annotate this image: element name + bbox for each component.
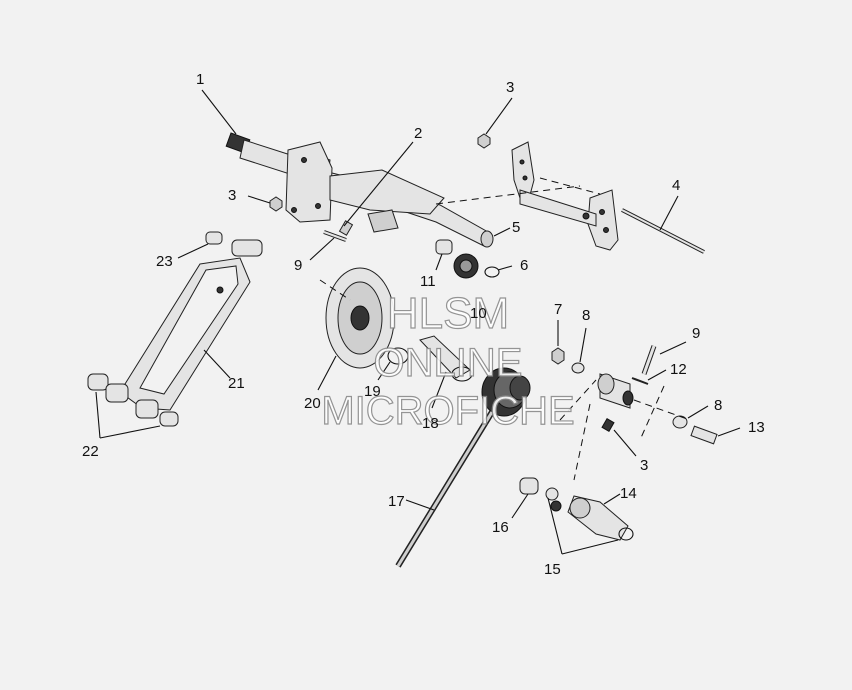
part-12-clip <box>631 377 649 385</box>
part-7-nut <box>551 347 565 365</box>
part-15-washers <box>545 487 562 512</box>
part-10-roller <box>453 253 479 279</box>
callout-15: 15 <box>544 561 561 578</box>
callout-9-left: 9 <box>294 257 302 274</box>
callout-10: 10 <box>470 305 487 322</box>
part-13-bolt <box>690 425 718 445</box>
spring-coil <box>481 367 531 417</box>
part-3-set-screw <box>601 417 615 433</box>
part-3-nut-left <box>269 196 283 212</box>
callout-3-left: 3 <box>228 187 236 204</box>
callout-11: 11 <box>420 273 436 290</box>
callout-2: 2 <box>414 125 422 142</box>
callout-8-lower: 8 <box>714 397 722 414</box>
watermark: HLSM ONLINE MICROFICHE <box>321 288 576 433</box>
callout-1: 1 <box>196 71 204 88</box>
callout-21: 21 <box>228 375 245 392</box>
callout-22: 22 <box>82 443 99 460</box>
part-17-spring-rod <box>395 410 495 568</box>
part-14-lever <box>567 495 634 541</box>
part-22-bushings <box>87 373 179 427</box>
callout-23: 23 <box>156 253 173 270</box>
callout-20: 20 <box>304 395 321 412</box>
part-8-washer-upper <box>571 362 585 374</box>
callout-12: 12 <box>670 361 687 378</box>
callout-16: 16 <box>492 519 509 536</box>
part-11-bushing <box>435 239 453 255</box>
part-20-idler-wheel <box>325 267 395 369</box>
callout-4: 4 <box>672 177 680 194</box>
callout-14: 14 <box>620 485 637 502</box>
alignment-dashed-lines <box>319 177 691 481</box>
leader-lines <box>95 89 741 555</box>
callout-3-top: 3 <box>506 79 514 96</box>
pivot-bracket <box>511 141 619 251</box>
part-9-pin-right <box>641 345 657 375</box>
callout-18: 18 <box>422 415 439 432</box>
callout-3-lower: 3 <box>640 457 648 474</box>
callout-7: 7 <box>554 301 562 318</box>
callout-9-right: 9 <box>692 325 700 342</box>
callout-8-upper: 8 <box>582 307 590 324</box>
watermark-line-3: MICROFICHE <box>321 389 574 433</box>
part-9-bolt-left <box>323 230 347 242</box>
rear-arm-assembly <box>285 141 445 233</box>
part-18-sleeve <box>419 335 473 382</box>
part-4-rod <box>621 208 705 254</box>
part-23-bushings <box>205 231 263 257</box>
part-19-wheel-ring <box>387 347 409 365</box>
callout-5: 5 <box>512 219 520 236</box>
part-16-bushing <box>519 477 539 495</box>
callout-13: 13 <box>748 419 765 436</box>
callout-17: 17 <box>388 493 405 510</box>
callout-numbers: 1 2 3 3 4 5 6 9 23 11 10 7 8 9 12 21 19 … <box>82 71 765 578</box>
part-3-nut-top <box>477 133 491 149</box>
part-6-ring <box>484 266 500 278</box>
watermark-line-2: ONLINE <box>374 341 523 385</box>
callout-19: 19 <box>364 383 381 400</box>
part-21-torque-arm <box>119 257 251 411</box>
callout-6: 6 <box>520 257 528 274</box>
cam-adjuster <box>597 373 634 409</box>
watermark-line-1: HLSM <box>387 289 509 338</box>
part-2-pin <box>338 220 354 236</box>
